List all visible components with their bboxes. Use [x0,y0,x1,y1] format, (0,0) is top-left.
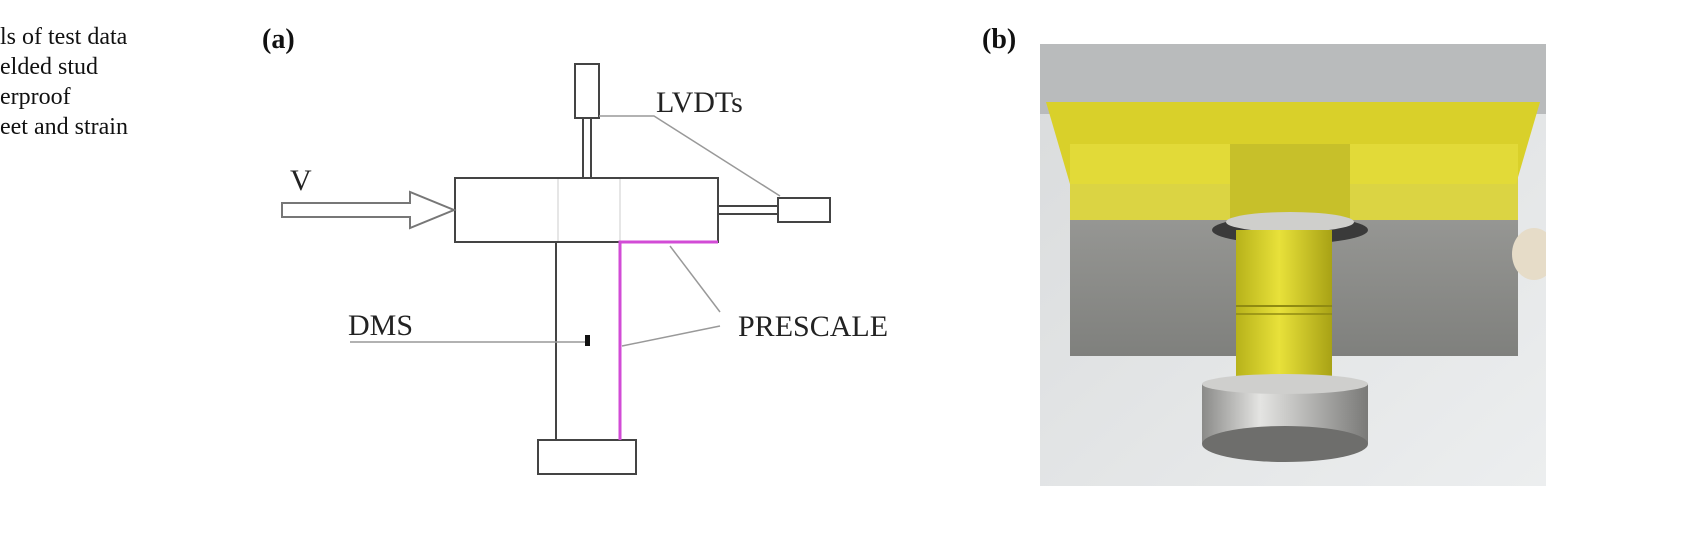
prescale-film [618,240,718,440]
lvdt-top-rod [582,117,592,179]
load-arrow [281,190,457,230]
caption-line: ls of test data [0,24,128,50]
lvdt-top-box [574,63,600,119]
caption-line: eet and strain [0,114,128,140]
stud-head [537,439,637,475]
dms-label: DMS [348,309,413,342]
caption-fragment: ls of test data elded stud erproof eet a… [0,22,190,142]
lvdt-right-rod [717,205,779,215]
prescale-leader [621,325,721,347]
lvdts-label: LVDTs [656,86,743,119]
lvdt-leader [599,115,781,197]
test-setup-diagram: V LVDTs DMS PRESCALE [281,63,888,475]
stud-specimen-photo [1040,44,1546,486]
load-block [454,177,719,243]
prescale-leader [669,245,721,313]
caption-line: elded stud [0,54,98,80]
lvdt-right-box [777,197,831,223]
panel-a-label: (a) [262,24,295,55]
caption-line: erproof [0,84,71,110]
load-label: V [290,164,312,197]
panel-b-label: (b) [982,24,1017,55]
strain-gauge-dot [585,335,590,346]
prescale-label: PRESCALE [738,310,888,343]
